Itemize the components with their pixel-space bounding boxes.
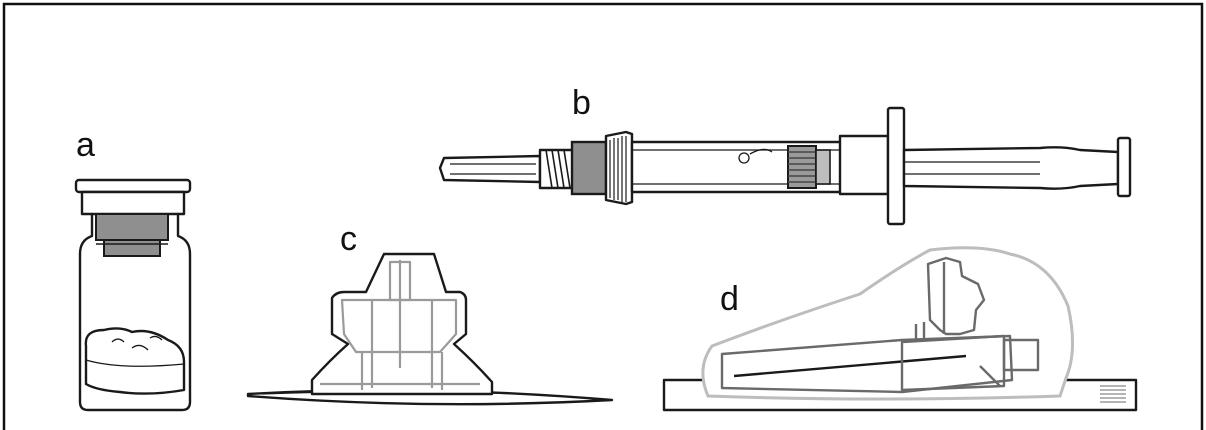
blister-shell — [701, 246, 1075, 401]
panel-label-a: a — [76, 126, 95, 164]
syringe-tip-cap — [438, 154, 542, 184]
vial-cap-band — [80, 190, 186, 216]
needle-blister-illustration — [662, 246, 1138, 412]
panel-label-c: c — [340, 220, 357, 258]
syringe-plunger-rod — [902, 146, 1120, 190]
syringe-air-bubble — [738, 152, 750, 164]
vial-illustration — [74, 178, 192, 412]
vial-body — [78, 212, 192, 412]
vial-powder-cake — [84, 327, 186, 395]
syringe-finger-grip — [838, 134, 890, 196]
needle-safety-guard — [926, 256, 986, 336]
syringe-collar — [570, 140, 608, 196]
syringe-illustration — [438, 106, 1132, 226]
vial-cap-top — [74, 178, 192, 194]
syringe-thumb-pad — [1116, 136, 1132, 198]
vial-stopper-plug — [103, 239, 161, 257]
vial-stopper — [95, 213, 169, 241]
adapter-housing — [310, 252, 494, 396]
panel-label-d: d — [720, 280, 739, 318]
vial-adapter-illustration — [246, 252, 614, 406]
needle-shield — [720, 334, 1014, 394]
syringe-flange — [886, 106, 906, 226]
panel-label-b: b — [572, 84, 591, 122]
syringe-plunger-stopper — [787, 145, 817, 189]
